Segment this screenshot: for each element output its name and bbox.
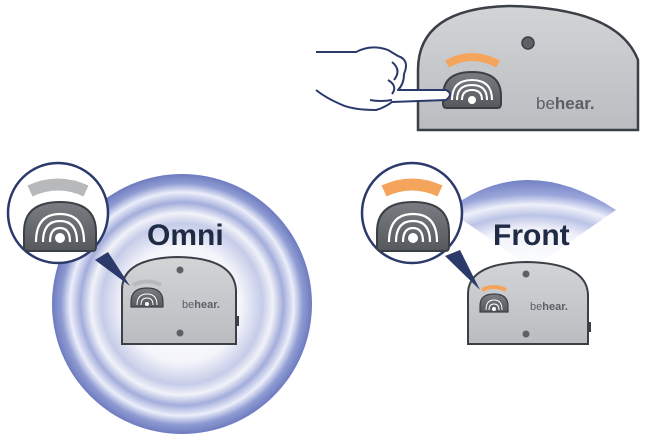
top-mode-indicator — [445, 53, 500, 68]
omni-callout-pointer — [95, 252, 130, 286]
microphone-hole-icon — [521, 36, 535, 50]
front-device-top-hole — [522, 270, 530, 278]
front-device-button — [479, 293, 509, 313]
omni-mode-button-icon — [23, 200, 97, 252]
top-device-illustration: behear. — [315, 4, 640, 132]
front-mode-button-icon — [376, 200, 450, 252]
front-device-logo: behear. — [530, 301, 568, 313]
front-callout-pointer — [445, 250, 480, 290]
omni-device-button — [130, 287, 164, 308]
omni-device-body — [121, 255, 237, 345]
omni-device-side-button — [236, 316, 239, 326]
top-device-body — [416, 4, 640, 132]
top-brand-logo: behear. — [536, 94, 595, 113]
omni-device-logo: behear. — [182, 299, 220, 311]
omni-device-bottom-hole — [176, 329, 184, 337]
mode-button-icon[interactable] — [442, 70, 502, 109]
omni-device-top-hole — [176, 266, 184, 274]
front-mode-illustration: behear. Front — [360, 161, 616, 345]
front-device-side-button — [588, 322, 591, 332]
omni-mode-label: Omni — [147, 219, 224, 252]
omni-mode-illustration: behear. Omni — [6, 161, 312, 434]
front-device-indicator — [481, 285, 507, 292]
front-mode-indicator — [381, 178, 443, 197]
front-mode-label: Front — [493, 219, 570, 252]
pointing-hand-icon — [315, 46, 451, 111]
omni-mode-indicator — [27, 178, 89, 197]
front-sound-pattern — [448, 180, 616, 268]
front-device-bottom-hole — [522, 330, 530, 338]
omni-device-indicator — [132, 279, 162, 287]
